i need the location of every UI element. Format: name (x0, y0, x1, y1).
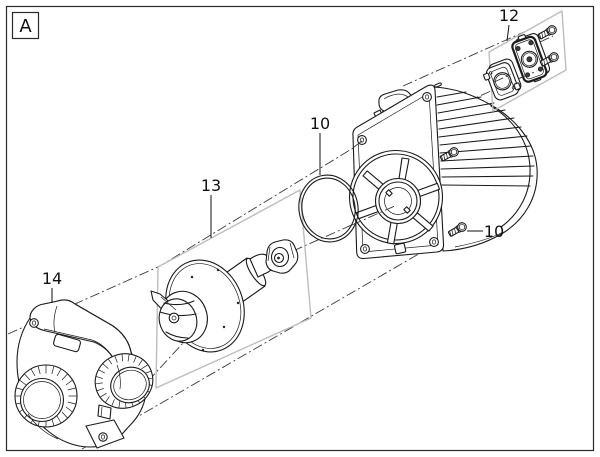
housing-boss-bottom (98, 432, 108, 442)
housing-strap-tab (53, 333, 81, 353)
callout-10-screw: 10 (484, 222, 504, 241)
housing-tab (97, 404, 112, 420)
motor-hub (374, 177, 422, 225)
callouts: 12 10 10 13 14 (42, 6, 519, 303)
motor-assembly (348, 82, 538, 260)
impeller (150, 290, 208, 344)
housing-boss-top (29, 318, 39, 328)
rotor-assembly-box (155, 189, 312, 389)
housing-front-port (14, 364, 78, 428)
terminal-box (488, 10, 567, 112)
motor-face-tab (394, 242, 407, 255)
rotor-impeller-assembly (150, 239, 299, 353)
view-label: A (19, 16, 32, 37)
callout-14: 14 (42, 269, 62, 288)
drawing-border (5, 5, 595, 452)
housing-right-port (94, 353, 154, 409)
housing-strap (29, 299, 133, 366)
callout-13: 13 (201, 176, 221, 195)
pump-housing (14, 299, 154, 449)
callout-10-oring: 10 (310, 114, 330, 133)
center-lines-overlay (351, 70, 538, 226)
o-ring (298, 174, 359, 243)
view-label-box: A (11, 11, 40, 40)
terminal-gasket (483, 58, 522, 101)
callout-12: 12 (499, 6, 519, 25)
rotor-nut (265, 239, 299, 274)
